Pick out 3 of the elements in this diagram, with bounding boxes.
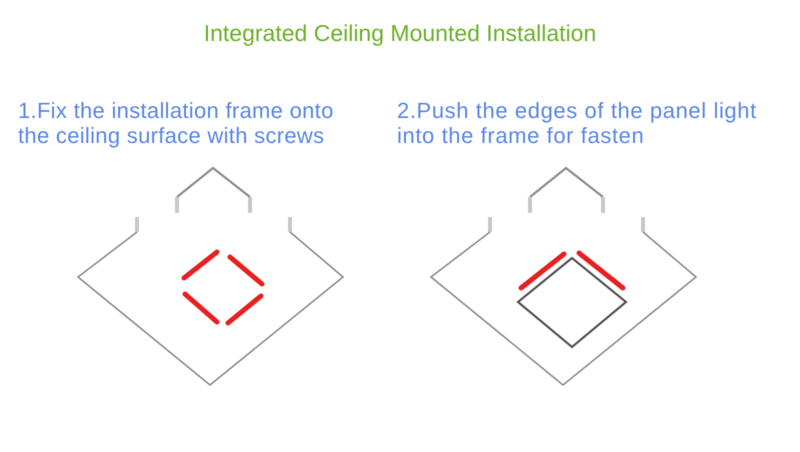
step-instruction: 2.Push the edges of the panel light into the frame for fasten — [397, 98, 758, 148]
step-instruction: 1.Fix the installation frame onto the ceiling surface with screws — [18, 98, 335, 148]
diagram-title: Integrated Ceiling Mounted Installation — [204, 20, 596, 47]
